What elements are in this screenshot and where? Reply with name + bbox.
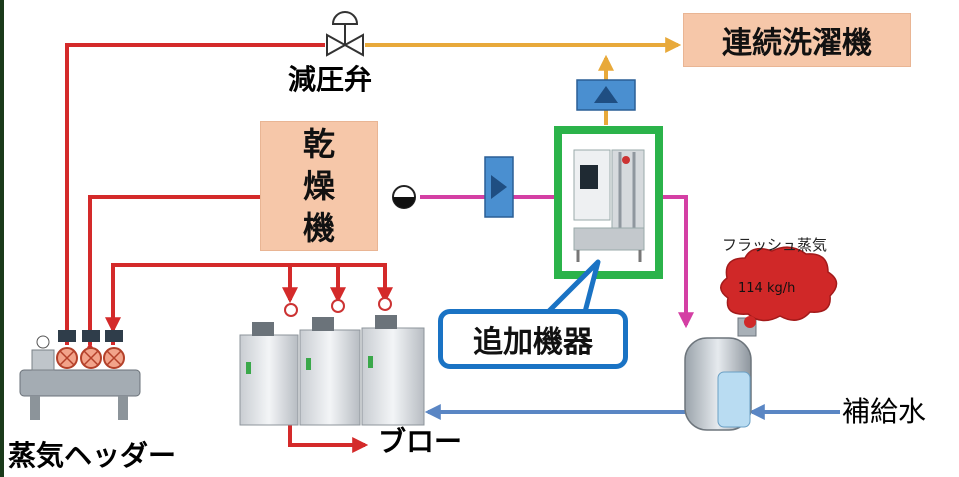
makeup-water-label: 補給水 [842, 395, 927, 428]
flash-rate-label: 114 kg/h [738, 281, 796, 296]
blow-arrow [288, 425, 369, 453]
flash-tank [684, 317, 757, 431]
left-edge-line [0, 0, 4, 477]
pressure-valve-icon [326, 11, 364, 57]
dryer-box: 乾 燥 機 [260, 121, 378, 251]
boiler-group [239, 297, 425, 426]
steam-trap-icon [392, 185, 416, 209]
flash-steam-label: フラッシュ蒸気 [722, 236, 828, 254]
blow-label: ブロー [378, 425, 463, 458]
flash-steam-cloud [720, 246, 838, 322]
washer-label: 連続洗濯機 [722, 26, 872, 61]
added-equipment-callout: 追加機器 [438, 309, 628, 369]
steam-line-to-valve [65, 43, 325, 345]
steam-line-to-dryer [82, 195, 260, 358]
steam-header [19, 330, 141, 420]
steam-header-label: 蒸気ヘッダー [8, 439, 177, 472]
condensate-to-tank [655, 195, 694, 329]
pressure-valve-label: 減圧弁 [288, 63, 373, 96]
pump-icon-vertical [576, 79, 636, 111]
pump-icon-horizontal [484, 156, 514, 218]
washer-box: 連続洗濯機 [683, 13, 911, 67]
dryer-label: 乾 燥 機 [302, 125, 335, 247]
added-equipment-unit [554, 126, 663, 279]
added-equipment-label: 追加機器 [473, 325, 593, 360]
cloud-puff [744, 316, 756, 328]
